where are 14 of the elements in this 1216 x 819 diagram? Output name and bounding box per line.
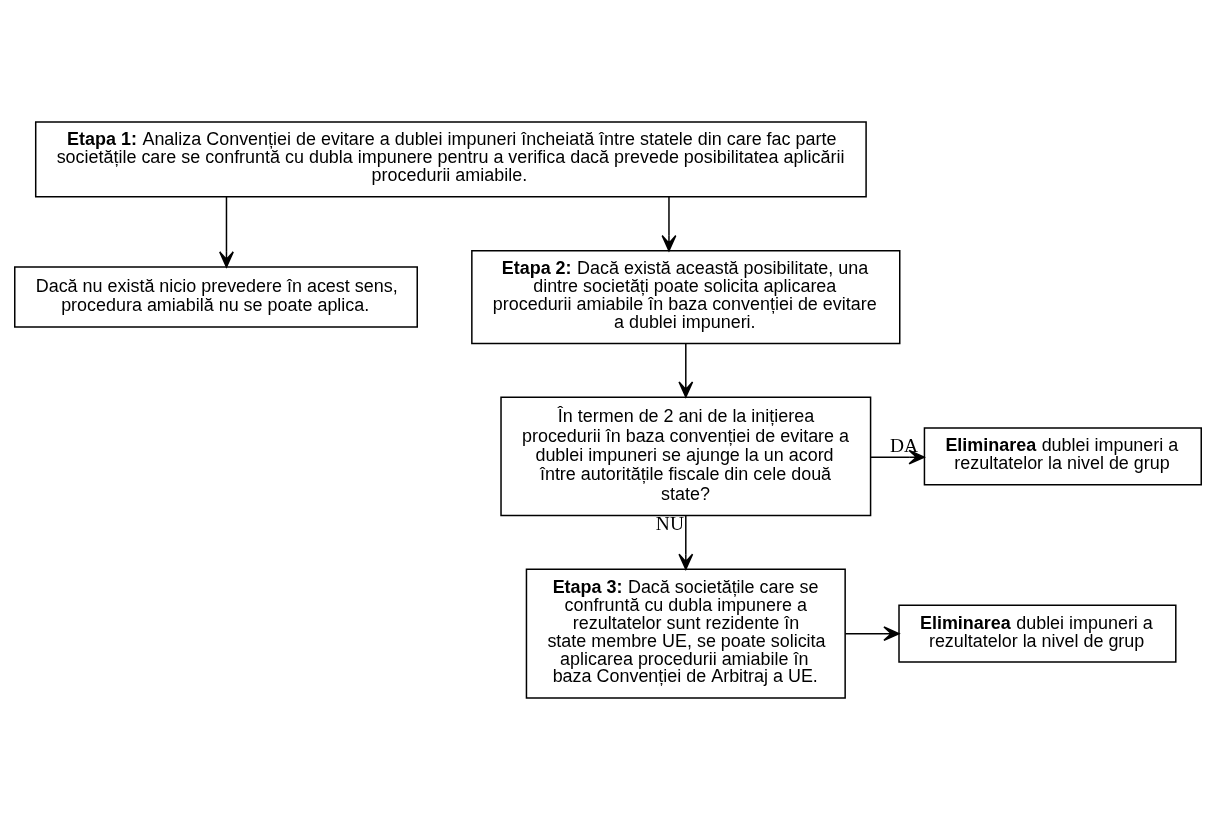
arrow (870, 449, 925, 465)
edge-label: DA (890, 434, 919, 456)
arrow (661, 195, 677, 251)
node-box: Etapa 3: Dacă societățile care se confruntă cu dubla impunere a rezultatelor sunt rezidente în state membre UE, se poate solicita aplicarea procedurii amiabile în baza Convenției de Arbitraj a UE. (525, 568, 846, 699)
arrow (844, 625, 900, 641)
arrow (219, 195, 234, 268)
node-box: Etapa 1: Analiza Convenției de evitare a dublei impuneri încheiată între statele din care fac parte societățile care se confruntă cu dubla impunere pentru a verifica dacă prevede posibilitatea aplicării procedurii amiabile. (34, 120, 867, 198)
node-box: Eliminarea dublei impuneri a rezultatelor la nivel de grup (923, 426, 1202, 486)
node-box: Etapa 2: Dacă există această posibilitate, una dintre societăți poate solicita aplicarea procedurii amiabile în baza convenției de evitare a dublei impuneri. (471, 249, 901, 344)
node-box: Eliminarea dublei impuneri a rezultatelor la nivel de grup (898, 604, 1177, 663)
node-box: În termen de 2 ani de la inițierea procedurii în baza convenției de evitare a dublei impuneri se ajunge la un acord între autoritățile fiscale din cele două state? (500, 396, 872, 516)
arrow (678, 342, 694, 398)
node-box: Dacă nu există nicio prevedere în acest sens, procedura amiabilă nu se poate aplica. (14, 265, 418, 328)
arrow (678, 514, 694, 570)
